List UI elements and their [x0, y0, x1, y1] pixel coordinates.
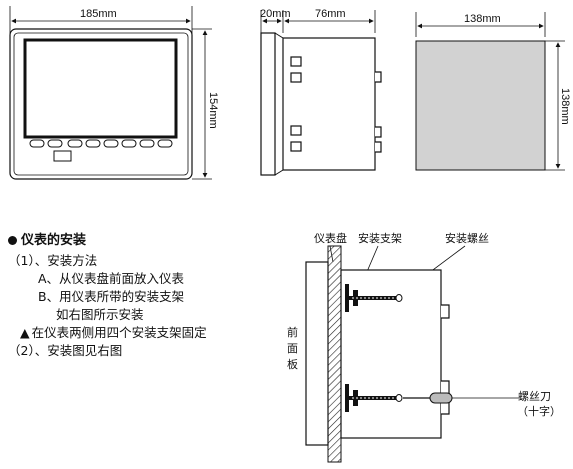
- screwdriver-label: 螺丝刀: [518, 390, 551, 403]
- cutout-height-label: 138mm: [559, 88, 571, 125]
- side-view: 20mm 76mm: [260, 8, 382, 176]
- bullet-icon: [8, 236, 17, 245]
- install-heading: 仪表的安装: [8, 232, 308, 250]
- meter-screen: [23, 38, 178, 139]
- step1-b-line: B、用仪表所带的安装支架: [38, 289, 185, 304]
- step2-line: （2）、安装图见右图: [8, 343, 123, 358]
- front-width-label: 185mm: [80, 8, 117, 20]
- panel-label: 仪表盘: [314, 231, 347, 245]
- step1-b2-line: 如右图所示安装: [56, 307, 144, 322]
- install-diagram: 仪表盘 安装支架 安装螺丝 螺丝刀 （十字）: [287, 231, 561, 463]
- front-panel-char-3: 板: [287, 357, 298, 371]
- front-height-label: 154mm: [207, 92, 219, 129]
- side-body-depth-label: 76mm: [315, 8, 346, 20]
- side-front-depth-label: 20mm: [260, 8, 291, 20]
- meter-buttons: [29, 139, 173, 162]
- screwdriver-type-label: （十字）: [517, 404, 561, 418]
- cutout-width-label: 138mm: [464, 13, 501, 25]
- triangle-icon: ▲: [20, 325, 30, 340]
- note-line: ▲在仪表两侧用四个安装支架固定: [20, 325, 207, 340]
- bracket-label: 安装支架: [358, 231, 402, 245]
- screw-label: 安装螺丝: [445, 231, 489, 245]
- cutout-view: 138mm 138mm: [415, 12, 571, 171]
- install-instructions: 仪表的安装 （1）、安装方法 A、从仪表盘前面放入仪表 B、用仪表所带的安装支架…: [8, 232, 308, 360]
- panel-cutout: [415, 40, 546, 171]
- front-panel-char-1: 前: [287, 325, 298, 339]
- step1-a-line: A、从仪表盘前面放入仪表: [38, 271, 185, 286]
- front-panel-char-2: 面: [287, 342, 298, 355]
- front-view: 185mm 154mm: [9, 6, 219, 180]
- step1-line: （1）、安装方法: [8, 253, 98, 268]
